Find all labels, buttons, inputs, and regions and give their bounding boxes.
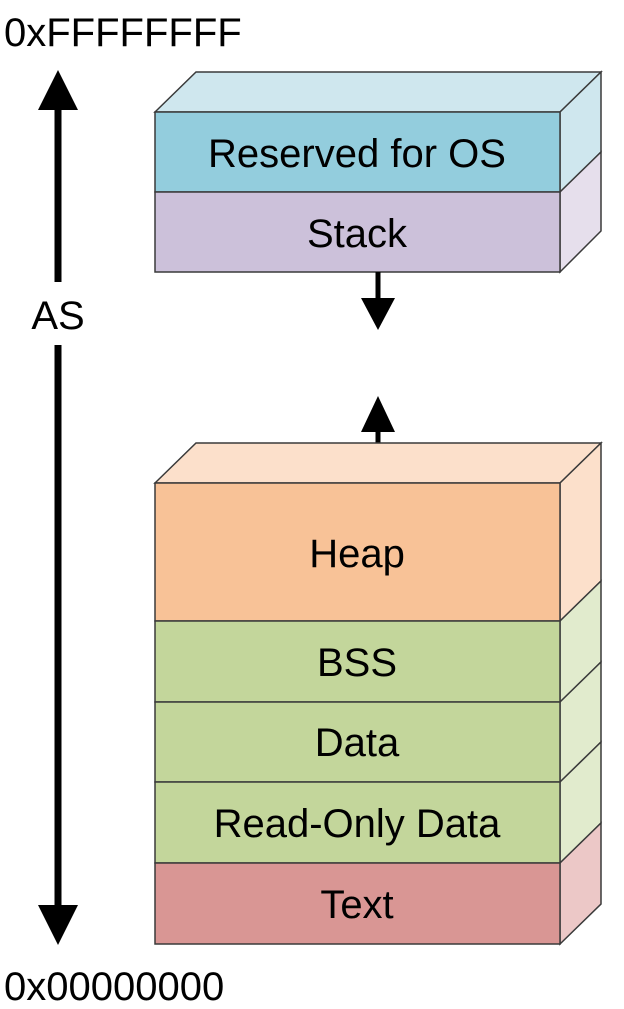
text-segment <box>154 862 561 945</box>
reserved-os-label: Reserved for OS <box>208 132 506 176</box>
text-label: Text <box>320 883 393 927</box>
stack-segment <box>154 191 561 273</box>
bss-label: BSS <box>317 641 397 685</box>
read-only-data-label: Read-Only Data <box>214 802 502 846</box>
stack-arrow-head <box>361 298 395 330</box>
stack-growth-arrow <box>361 272 395 330</box>
address-top-label: 0xFFFFFFFF <box>4 11 242 55</box>
bss-segment <box>154 620 561 703</box>
axis-down-arrowhead <box>38 905 78 945</box>
lower-block-top-face <box>153 442 603 484</box>
lower-memory-block: Heap BSS Data Read-Only Data Text <box>153 441 603 946</box>
upper-block-top-face <box>153 71 603 113</box>
axis-label: AS <box>31 294 84 338</box>
axis-up-arrowhead <box>38 70 78 110</box>
heap-segment <box>154 482 561 622</box>
address-bottom-label: 0x00000000 <box>4 965 224 1009</box>
stack-label: Stack <box>307 212 408 256</box>
read-only-data-segment <box>154 781 561 864</box>
heap-arrow-head <box>361 396 395 432</box>
heap-label: Heap <box>309 532 405 576</box>
data-label: Data <box>315 721 400 765</box>
upper-memory-block: Reserved for OS Stack <box>153 70 603 274</box>
address-space-axis: AS <box>31 70 85 945</box>
